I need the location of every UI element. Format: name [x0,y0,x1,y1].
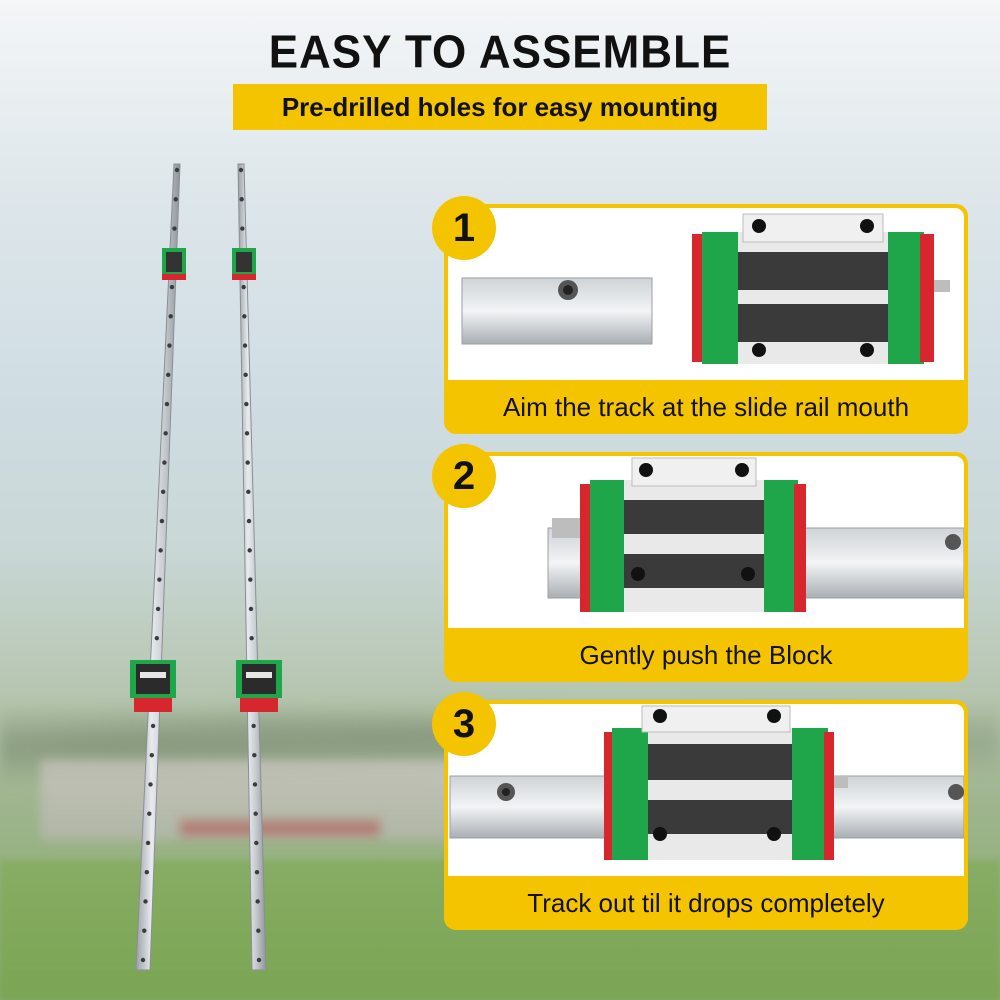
rail-hole [140,957,146,963]
step-1-illustration [461,213,950,364]
carriage-block-right-bottom [236,660,282,712]
rail-hole [160,489,166,495]
rail-hole [164,401,170,407]
rail-hole [248,606,254,612]
step-card-2: 2 Gently pus [432,444,968,682]
rail-hole [145,840,151,846]
rail-hole [256,928,261,933]
rail-hole [246,518,252,524]
step-2-caption: Gently push the Block [579,639,833,670]
rail-hole [246,489,251,495]
subtitle-banner: Pre-drilled holes for easy mounting [233,84,767,130]
step-number-1: 1 [432,196,496,260]
rail-hole [162,460,167,465]
rail-hole [254,870,260,875]
page-title: EASY TO ASSEMBLE [268,26,732,79]
step-card-1: 1 [432,196,968,434]
step-2-photo [448,456,964,628]
rail-hole [252,752,257,758]
rail-hole [252,782,258,787]
rail-hole [155,606,161,612]
step-number-3: 3 [432,692,496,756]
carriage-block-left-bottom [130,660,176,712]
rail-hole [243,372,248,378]
rail-hole [238,167,244,173]
rail-hole [256,957,262,963]
rail-hole [174,167,180,173]
rail-right [237,163,267,971]
step-card-3: 3 [432,692,968,930]
rail-hole [169,284,175,290]
step-1-caption: Aim the track at the slide rail mouth [502,391,910,422]
rail-hole [254,840,259,846]
rail-hole [142,928,147,933]
rail-hole [241,284,246,290]
step-3-illustration [449,705,964,860]
rail-hole [163,431,168,436]
rail-hole [248,577,253,582]
rail-hole [244,401,249,407]
step-3-photo [448,704,964,876]
rail-hole [239,197,244,202]
step-number-2: 2 [432,444,496,508]
rail-hole [148,782,153,787]
rail-hole [147,811,152,816]
rail-hole [144,870,149,875]
rail-hole [172,226,177,231]
rail-hole [245,460,250,465]
rail-hole [159,518,165,524]
rail-hole [158,548,163,553]
linear-rails-illustration [130,163,282,971]
step-1-photo [448,208,964,380]
rail-hole [242,343,248,348]
rail-hole [168,314,173,319]
rail-hole [247,548,252,553]
rail-hole [149,752,155,758]
rail-hole [157,577,162,582]
carriage-block-left-top [162,248,186,280]
rail-hole [150,723,156,729]
rail-hole [255,899,260,904]
step-2-illustration [547,457,964,612]
rail-hole [240,226,245,231]
rail-left [135,163,181,971]
rail-hole [165,372,171,378]
carriage-block-right-top [232,248,256,280]
rail-hole [143,899,148,904]
step-3-caption: Track out til it drops completely [527,887,885,918]
rail-hole [173,197,178,202]
rail-hole [251,723,256,729]
rail-hole [253,811,258,816]
rail-hole [242,314,247,319]
rail-hole [167,343,172,348]
rail-hole [244,431,250,436]
rail-hole [154,635,160,641]
rail-hole [249,635,254,641]
